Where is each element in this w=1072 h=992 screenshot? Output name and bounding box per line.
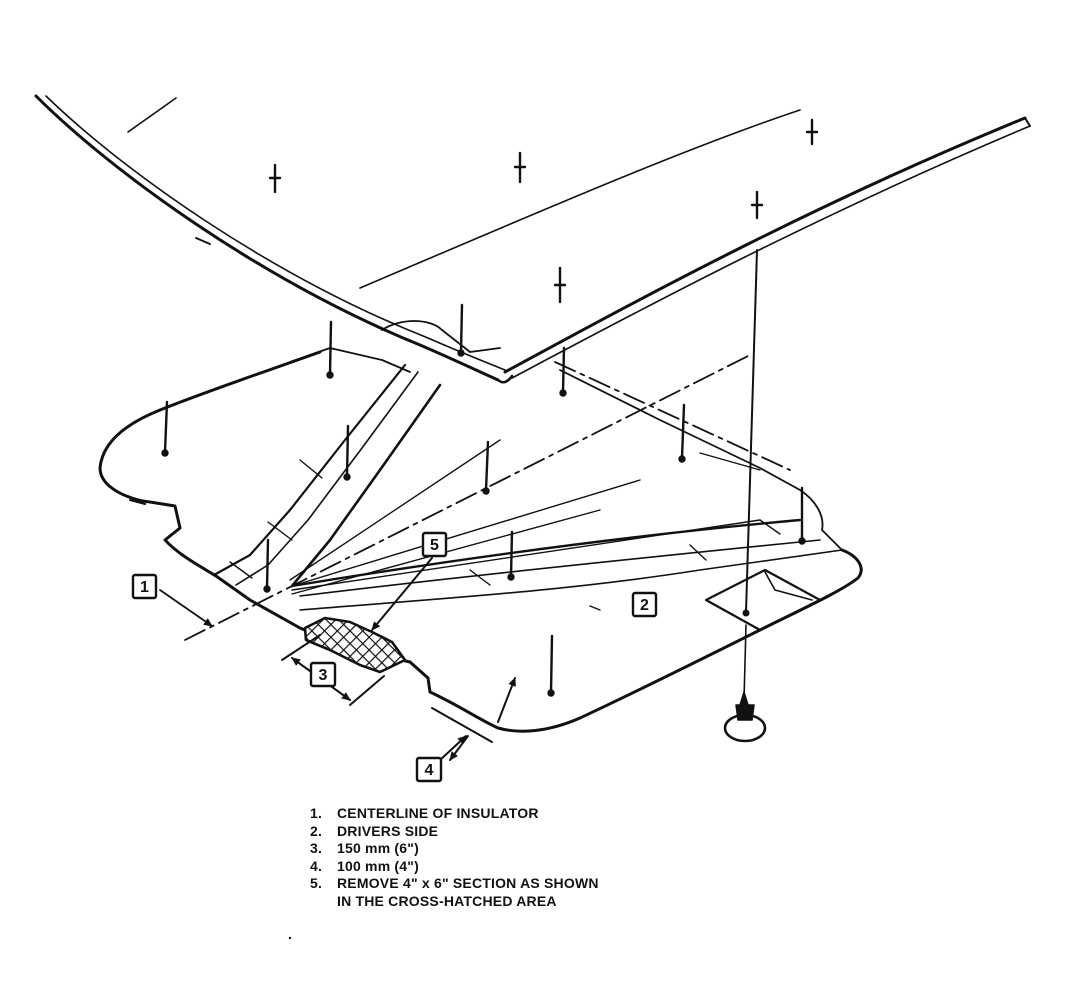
leader-4: [439, 735, 467, 761]
dimension-100mm: [431, 677, 516, 761]
cross-hatched-removal-area: [303, 616, 407, 674]
legend-item-number: 3.: [310, 840, 323, 856]
legend-item-text: 100 mm (4"): [337, 857, 419, 874]
callout-4: 4: [415, 756, 443, 783]
legend-item-text: 150 mm (6"): [337, 840, 419, 856]
fan-lines: [289, 439, 761, 595]
legend-item-1: 1. CENTERLINE OF INSULATOR: [310, 805, 599, 823]
leader-5: [371, 557, 433, 631]
centerline: [184, 354, 791, 641]
speck: [288, 936, 292, 940]
legend-item-number: 1.: [310, 805, 323, 821]
screw-fastener: [723, 691, 767, 743]
legend-item-3: 3. 150 mm (6"): [310, 840, 599, 858]
legend-item-2: 2. DRIVERS SIDE: [310, 823, 599, 841]
svg-text:4: 4: [425, 762, 434, 779]
legend-item-number: 4.: [310, 857, 323, 874]
legend-item-4: 4. 100 mm (4"): [310, 858, 599, 876]
tunnel-channel-right: [290, 518, 843, 611]
callout-1: 1: [131, 573, 158, 600]
svg-text:1: 1: [140, 579, 149, 596]
callout-3: 3: [309, 661, 337, 688]
legend-item-number: 5.: [310, 875, 323, 891]
legend-item-5: 5. REMOVE 4" x 6" SECTION AS SHOWN IN TH…: [310, 875, 599, 910]
legend-item-text: CENTERLINE OF INSULATOR: [337, 805, 539, 821]
steering-column-opening: [704, 249, 822, 701]
legend-item-number: 2.: [310, 822, 323, 839]
stray-mark: [589, 605, 601, 611]
svg-text:3: 3: [319, 667, 328, 684]
insulator-pins: [161, 303, 806, 697]
leader-1: [159, 589, 213, 627]
svg-text:2: 2: [640, 597, 649, 614]
callout-5: 5: [421, 531, 448, 558]
dash-panel: [34, 94, 1031, 384]
legend: 1. CENTERLINE OF INSULATOR 2. DRIVERS SI…: [310, 805, 599, 910]
svg-text:5: 5: [430, 537, 439, 554]
dash-studs: [268, 118, 819, 304]
legend-item-text: REMOVE 4" x 6" SECTION AS SHOWN IN THE C…: [337, 875, 599, 909]
callout-2: 2: [631, 591, 658, 618]
legend-item-text: DRIVERS SIDE: [337, 822, 439, 839]
tunnel-channel-left: [212, 363, 442, 588]
